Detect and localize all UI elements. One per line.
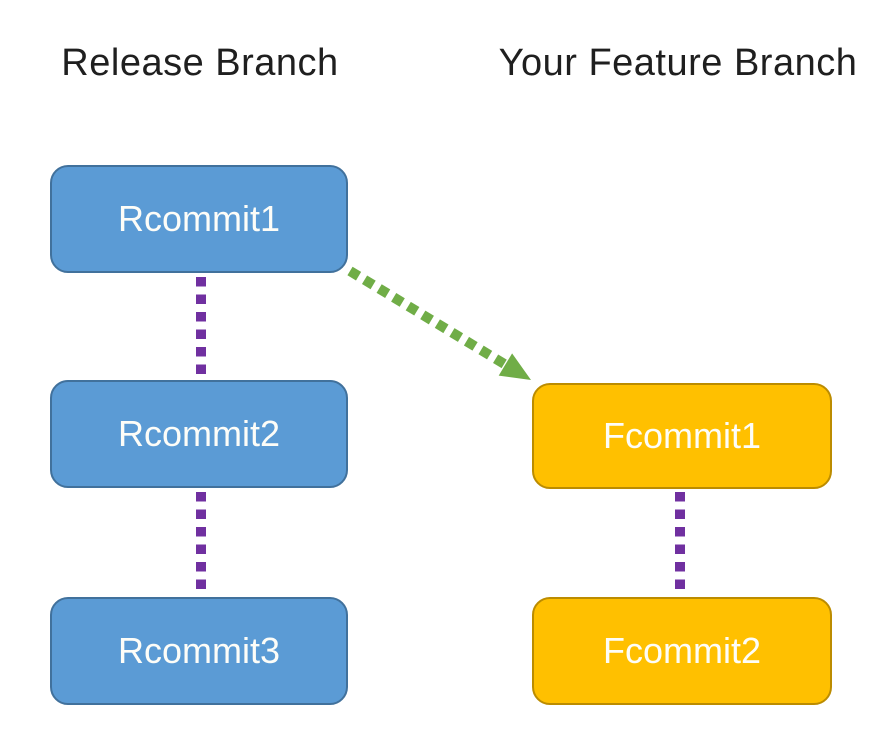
commit-node-fcommit1: Fcommit1 [532, 383, 832, 489]
commit-node-rcommit1: Rcommit1 [50, 165, 348, 273]
branch-arrow-line-rcommit1-fcommit1 [347, 266, 509, 370]
commit-node-rcommit3: Rcommit3 [50, 597, 348, 705]
commit-node-fcommit2: Fcommit2 [532, 597, 832, 705]
release-branch-title: Release Branch [61, 42, 339, 84]
commit-label: Rcommit3 [117, 630, 281, 671]
commit-label: Fcommit2 [602, 630, 761, 671]
commit-label: Fcommit1 [602, 415, 761, 456]
feature-branch-title: Your Feature Branch [498, 42, 858, 84]
branch-arrowhead [498, 353, 531, 380]
commit-label: Rcommit1 [117, 198, 281, 239]
commit-label: Rcommit2 [117, 413, 281, 454]
commit-node-rcommit2: Rcommit2 [50, 380, 348, 488]
